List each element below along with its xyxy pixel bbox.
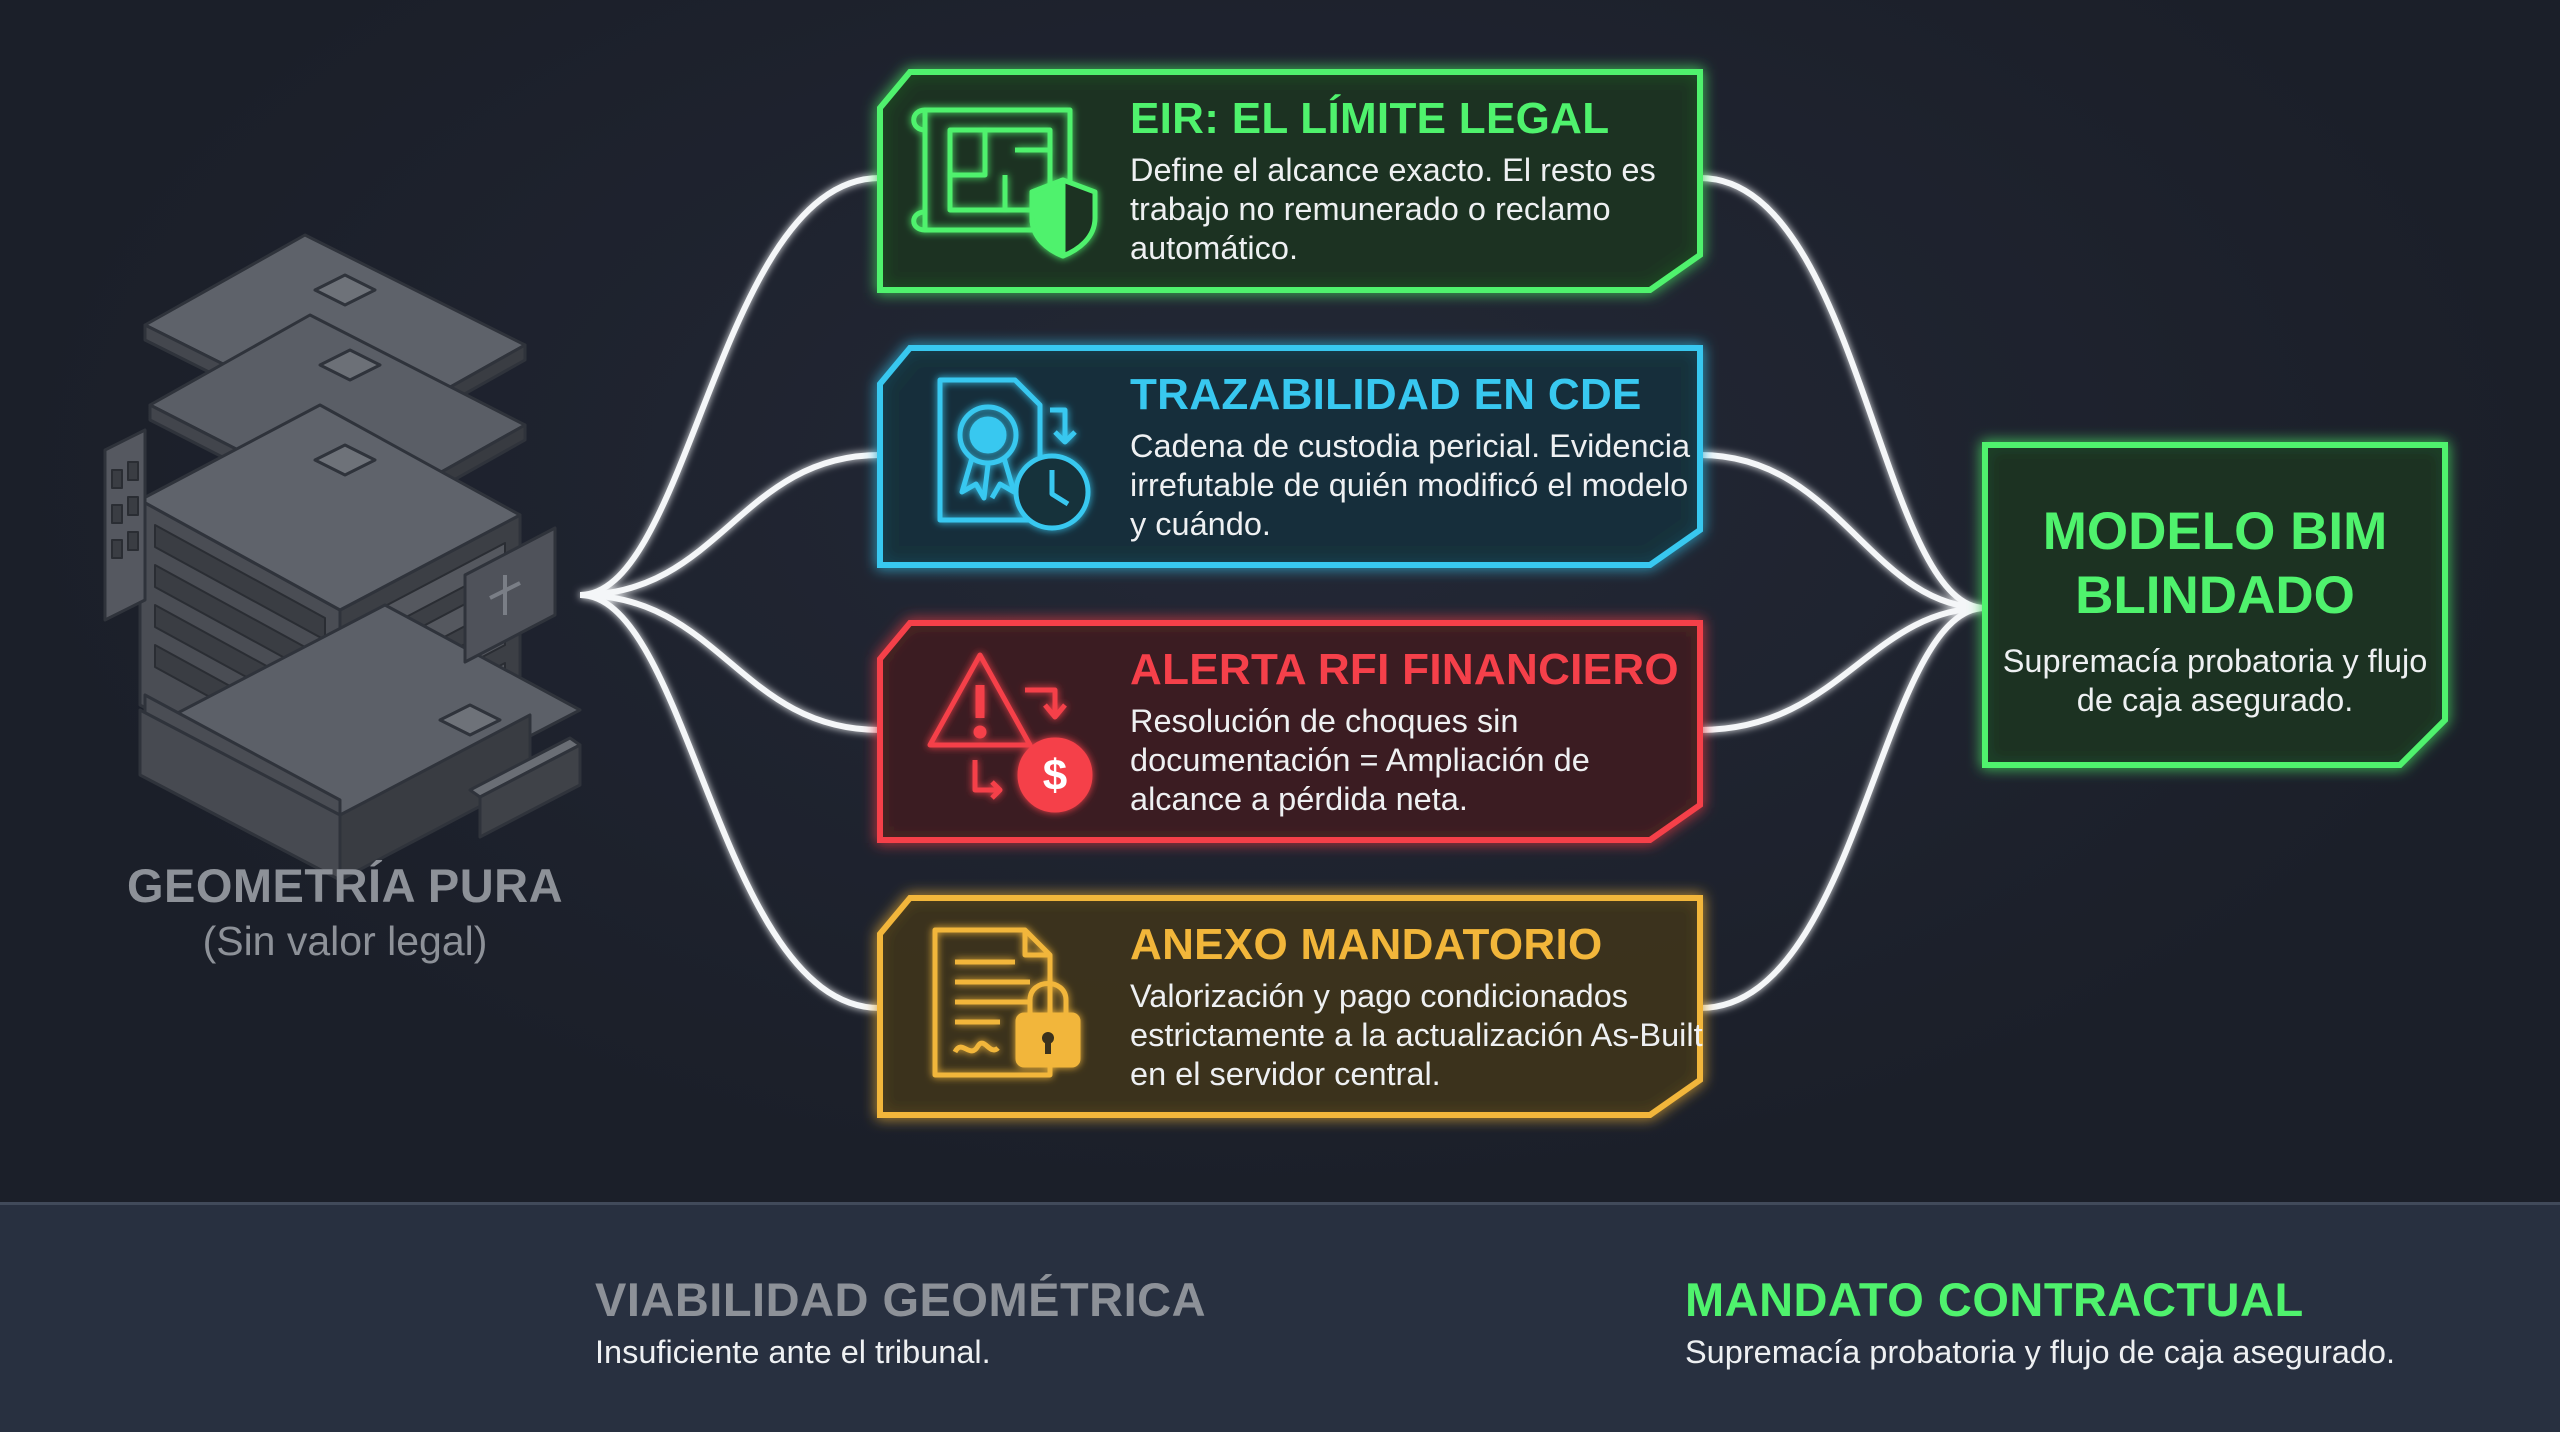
- connector-left-3: [579, 592, 881, 733]
- connector-lines: [579, 175, 1986, 1011]
- card-frame-anexo: [877, 895, 1703, 1118]
- card-cde-title: TRAZABILIDAD EN CDE: [1130, 370, 1642, 419]
- connector-left-1: [579, 175, 881, 598]
- connector-right-1: [1699, 175, 1986, 611]
- card-cde-description: Cadena de custodia pericial. Evidencia i…: [1130, 428, 1691, 542]
- gauge-contractual-title: MANDATO CONTRACTUAL: [1685, 1273, 2304, 1326]
- result-box: MODELO BIM BLINDADO Supremacía probatori…: [1985, 500, 2445, 720]
- card-cde: TRAZABILIDAD EN CDE Cadena de custodia p…: [1130, 369, 1710, 544]
- document-lock-icon: [932, 927, 1081, 1078]
- card-anexo: ANEXO MANDATORIO Valorización y pago con…: [1130, 919, 1710, 1094]
- geometry-subtitle: (Sin valor legal): [202, 918, 488, 964]
- card-rfi-description: Resolución de choques sin documentación …: [1130, 703, 1590, 817]
- card-anexo-title: ANEXO MANDATORIO: [1130, 920, 1603, 969]
- svg-text:$: $: [1043, 751, 1067, 800]
- result-title: MODELO BIM BLINDADO: [2042, 502, 2388, 625]
- geometry-title: GEOMETRÍA PURA: [126, 859, 564, 912]
- warning-dollar-icon: $: [927, 652, 1093, 813]
- certificate-clock-icon: [937, 377, 1091, 531]
- connector-right-2: [1699, 452, 1986, 611]
- card-rfi-title: ALERTA RFI FINANCIERO: [1130, 645, 1679, 694]
- result-frame: [1982, 442, 2448, 768]
- connector-left-4: [579, 592, 881, 1011]
- connector-left-2: [579, 452, 881, 598]
- blueprint-shield-icon: [911, 107, 1098, 259]
- card-eir: EIR: EL LÍMITE LEGAL Define el alcance e…: [1130, 93, 1710, 268]
- card-rfi: ALERTA RFI FINANCIERO Resolución de choq…: [1130, 644, 1710, 819]
- connector-right-4: [1699, 605, 1986, 1011]
- card-eir-description: Define el alcance exacto. El resto es tr…: [1130, 152, 1656, 266]
- connector-right-3: [1699, 605, 1986, 733]
- footer-bar: [0, 1202, 2560, 1432]
- card-anexo-description: Valorización y pago condicionados estric…: [1130, 978, 1703, 1092]
- card-eir-title: EIR: EL LÍMITE LEGAL: [1130, 94, 1610, 143]
- gauge-contractual-description: Supremacía probatoria y flujo de caja as…: [1685, 1334, 2396, 1370]
- building-illustration: [103, 233, 582, 882]
- gauge-geometric-description: Insuficiente ante el tribunal.: [595, 1334, 991, 1370]
- result-description: Supremacía probatoria y flujo de caja as…: [2002, 643, 2428, 718]
- gauge-geometric-title: VIABILIDAD GEOMÉTRICA: [595, 1273, 1207, 1326]
